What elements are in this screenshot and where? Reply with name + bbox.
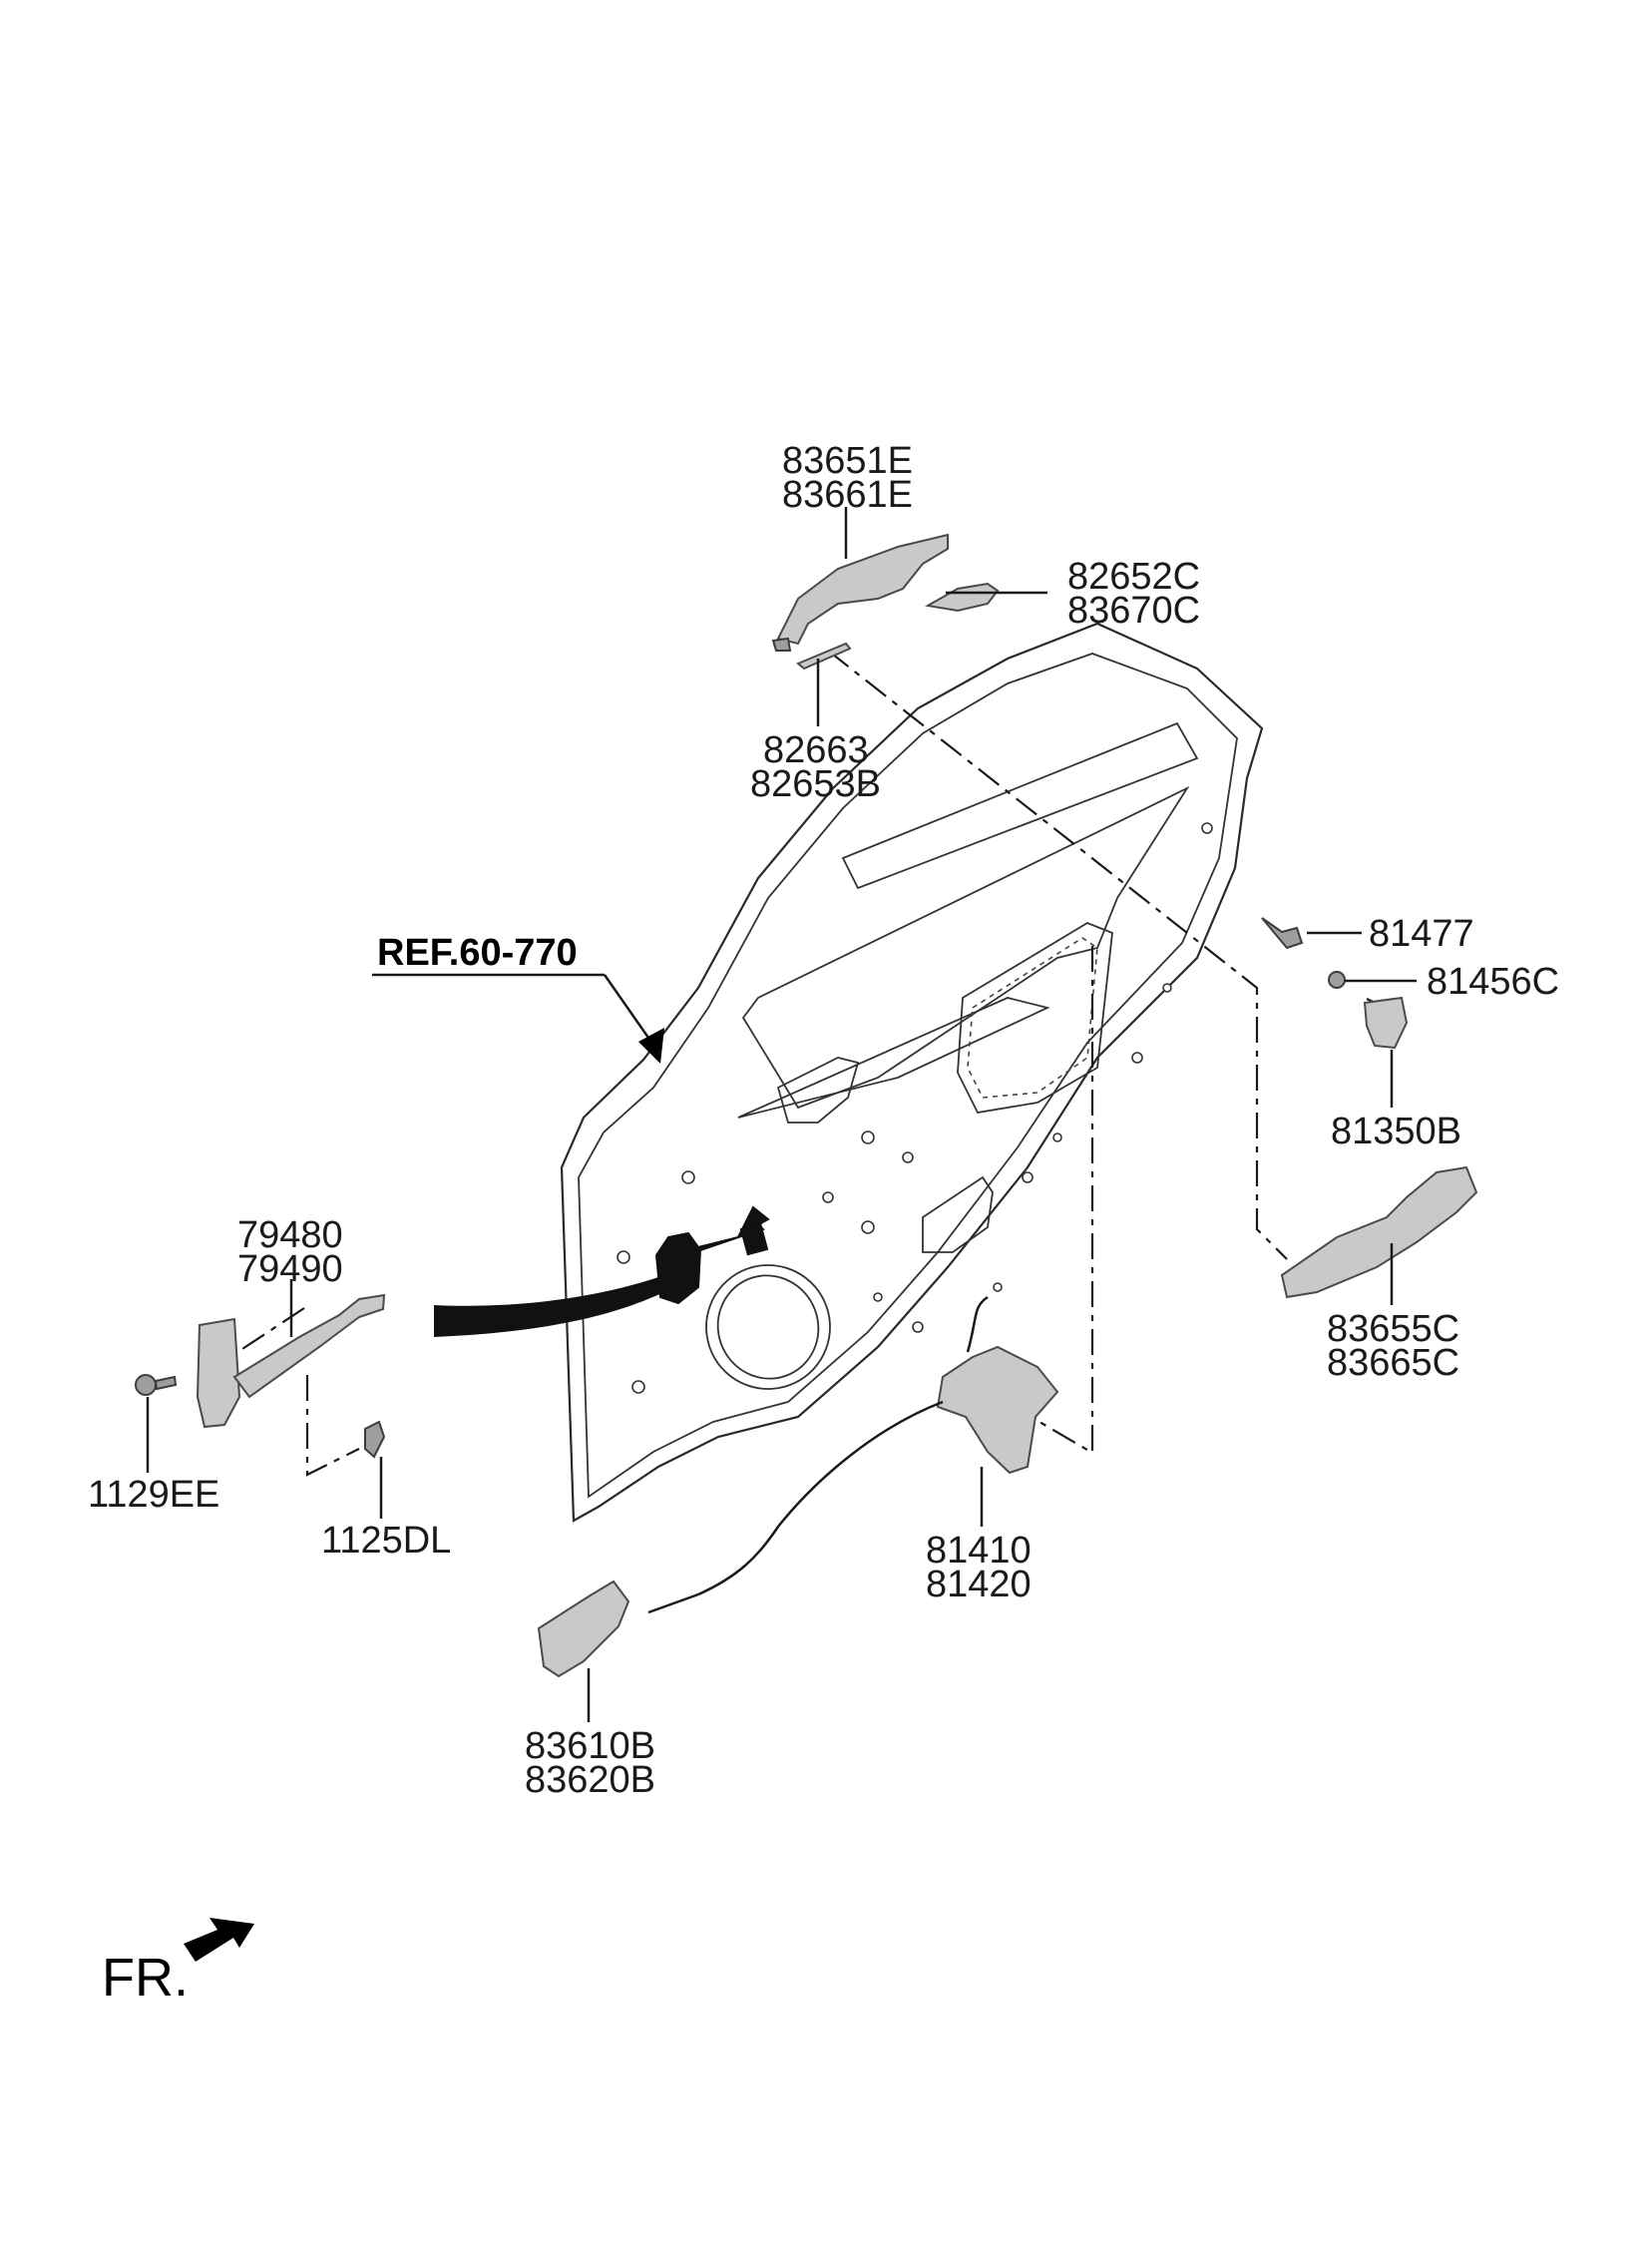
door-latch-part xyxy=(936,1295,1059,1475)
label-83661e: 83661E xyxy=(782,474,913,516)
bolt-1129ee-part xyxy=(135,1374,178,1396)
leader-lines xyxy=(146,507,1417,1722)
label-81456c: 81456C xyxy=(1427,961,1559,1003)
label-83620b: 83620B xyxy=(525,1759,655,1801)
latch-cable xyxy=(647,1400,944,1614)
front-label: FR. xyxy=(102,1948,189,2008)
inside-handle-part xyxy=(537,1579,630,1678)
checker-link-part xyxy=(434,1205,770,1337)
label-82653b: 82653B xyxy=(750,763,881,805)
label-79480: 79480 xyxy=(237,1214,343,1256)
label-83655c: 83655C xyxy=(1327,1308,1459,1350)
handle-pad-part xyxy=(796,642,852,671)
outside-handle-part xyxy=(771,533,949,652)
label-ref-60-770: REF.60-770 xyxy=(377,932,578,974)
label-79490: 79490 xyxy=(237,1248,343,1290)
label-81420: 81420 xyxy=(926,1564,1032,1605)
striker-part xyxy=(1363,996,1409,1050)
label-1125dl: 1125DL xyxy=(321,1520,451,1562)
screw-81456c-part xyxy=(1328,971,1346,989)
label-81350b: 81350B xyxy=(1331,1111,1461,1152)
door-checker-part xyxy=(196,1293,386,1429)
label-83610b: 83610B xyxy=(525,1725,655,1767)
label-82663: 82663 xyxy=(763,729,869,771)
label-83651e: 83651E xyxy=(782,440,913,482)
label-81410: 81410 xyxy=(926,1530,1032,1572)
label-83665c: 83665C xyxy=(1327,1342,1459,1384)
label-82652c: 82652C xyxy=(1067,556,1200,598)
label-1129ee: 1129EE xyxy=(88,1474,219,1516)
bolt-81477-part xyxy=(1261,917,1304,950)
part-labels: 83651E 83661E 82652C 83670C 82663 82653B… xyxy=(88,440,1559,1801)
door-panel xyxy=(560,622,1264,1523)
handle-cover-part xyxy=(925,582,1000,613)
front-arrow-icon xyxy=(184,1918,254,1962)
label-81477: 81477 xyxy=(1369,913,1474,955)
label-83670c: 83670C xyxy=(1067,590,1200,632)
front-indicator: FR. xyxy=(102,1918,254,2008)
handle-bracket-part xyxy=(1280,1165,1478,1299)
bolt-1125dl-part xyxy=(364,1420,386,1459)
